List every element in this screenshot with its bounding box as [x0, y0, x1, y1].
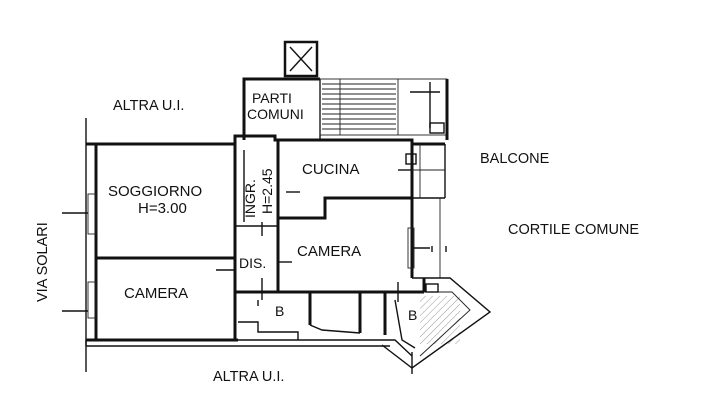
label-disimpegno: DIS.: [239, 255, 266, 271]
label-comuni: COMUNI: [247, 106, 304, 122]
label-cortile-comune: CORTILE COMUNE: [508, 222, 639, 238]
label-altra-ui-top: ALTRA U.I.: [113, 98, 184, 114]
label-camera-right: CAMERA: [297, 243, 361, 260]
label-via-solari: VIA SOLARI: [35, 222, 51, 302]
label-altra-ui-bottom: ALTRA U.I.: [213, 369, 284, 385]
label-cucina: CUCINA: [302, 161, 360, 178]
staircase: [319, 78, 449, 140]
label-bagno-right: B: [408, 307, 417, 323]
building-outline: [85, 118, 445, 372]
label-camera-left: CAMERA: [124, 285, 188, 302]
angled-bathroom-area: [381, 277, 492, 369]
label-ingresso-height: H=2.45: [259, 168, 275, 214]
left-facade-windows: [62, 193, 97, 319]
label-bagno-left: B: [275, 303, 284, 319]
elevator-shaft-symbol: [283, 40, 319, 78]
door-and-fixture-marks: [216, 153, 447, 374]
label-parti: PARTI: [252, 90, 292, 106]
label-balcone: BALCONE: [480, 151, 550, 167]
label-ingresso: INGR.: [242, 179, 258, 218]
balcony-outline: [412, 144, 446, 278]
label-soggiorno-height: H=3.00: [138, 200, 187, 217]
label-soggiorno: SOGGIORNO: [108, 183, 202, 200]
